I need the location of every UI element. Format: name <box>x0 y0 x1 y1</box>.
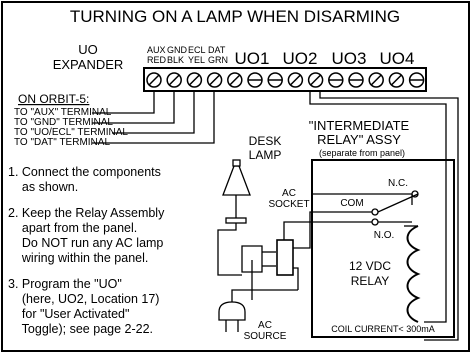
ac-source-plug-icon <box>218 260 298 332</box>
instruction-steps: 1. Connect the components as shown. 2. K… <box>8 165 165 336</box>
relay-title-line2: RELAY" ASSY <box>317 132 401 147</box>
ac-socket-icon <box>241 211 312 290</box>
lamp-label-line1: DESK <box>249 134 282 148</box>
orbit-line-dat: TO "DAT" TERMINAL <box>14 137 110 148</box>
expander-label-line1: UO <box>78 42 98 57</box>
step-3-line-4: Toggle); see page 2-22. <box>8 322 153 336</box>
terminal-screw-slot <box>310 74 322 86</box>
output-label-uo1: UO1 <box>235 49 270 68</box>
terminal-color-red: RED <box>147 55 167 65</box>
desk-lamp-icon <box>217 159 251 276</box>
orbit-line-ecl: TO "UO/ECL" TERMINAL <box>14 127 128 138</box>
terminal-screw-slot <box>188 74 200 86</box>
step-2-line-1: 2. Keep the Relay Assembly <box>8 206 165 220</box>
terminal-strip <box>143 67 427 92</box>
orbit-wires <box>92 91 215 144</box>
orbit-line-aux: TO "AUX" TERMINAL <box>14 107 112 118</box>
terminal-screw-slot <box>168 74 180 86</box>
relay-vdc-label: 12 VDC <box>349 259 391 273</box>
relay-nc-label: N.C. <box>388 178 408 189</box>
step-2-line-4: wiring within the panel. <box>8 251 148 265</box>
orbit-line-gnd: TO "GND" TERMINAL <box>14 117 113 128</box>
relay-contacts <box>312 190 419 227</box>
output-label-uo2: UO2 <box>283 49 318 68</box>
terminal-screw-slot <box>229 74 241 86</box>
terminal-label-ecl: ECL <box>188 45 206 55</box>
terminal-color-grn: GRN <box>208 55 228 65</box>
terminal-screw-slot <box>209 74 221 86</box>
terminal-screws <box>146 72 425 88</box>
terminal-screw-slot <box>148 74 160 86</box>
lamp-label-line2: LAMP <box>249 148 282 162</box>
relay-no-label: N.O. <box>374 230 395 241</box>
terminal-screw-slot <box>370 74 382 86</box>
source-label-line2: SOURCE <box>244 331 287 342</box>
relay-name-label: RELAY <box>351 274 389 288</box>
step-1-line-1: 1. Connect the components <box>8 165 161 179</box>
relay-com-label: COM <box>340 198 363 209</box>
step-1-line-2: as shown. <box>8 180 78 194</box>
socket-label-line2: SOCKET <box>268 199 309 210</box>
terminal-label-dat: DAT <box>208 45 226 55</box>
output-label-uo3: UO3 <box>332 49 367 68</box>
terminal-label-aux: AUX <box>147 45 166 55</box>
socket-label-line1: AC <box>282 188 296 199</box>
relay-coil-current: COIL CURRENT< 300mA <box>331 324 434 334</box>
terminal-color-blk: BLK <box>167 55 184 65</box>
output-label-uo4: UO4 <box>380 49 415 68</box>
relay-coil <box>406 225 421 323</box>
step-3-line-2: (here, UO2, Location 17) <box>8 292 159 306</box>
relay-note: (separate from panel) <box>319 148 405 158</box>
orbit-heading: ON ORBIT-5: <box>18 92 89 106</box>
terminal-screw-slot <box>289 74 301 86</box>
step-3-line-1: 3. Program the "UO" <box>8 277 122 291</box>
uo-output-wires <box>309 91 459 341</box>
step-2-line-3: Do NOT run any AC lamp <box>8 236 163 250</box>
step-2-line-2: apart from the panel. <box>8 221 137 235</box>
relay-title-line1: "INTERMEDIATE <box>309 118 410 133</box>
diagram-title: TURNING ON A LAMP WHEN DISARMING <box>70 7 400 26</box>
source-label-line1: AC <box>258 320 272 331</box>
terminal-color-yel: YEL <box>188 55 205 65</box>
step-3-line-3: for "User Activated" <box>8 307 129 321</box>
terminal-label-gnd: GND <box>167 45 188 55</box>
terminal-screw-slot <box>390 74 402 86</box>
relay-assembly-box <box>311 159 455 338</box>
expander-label-line2: EXPANDER <box>53 57 124 72</box>
